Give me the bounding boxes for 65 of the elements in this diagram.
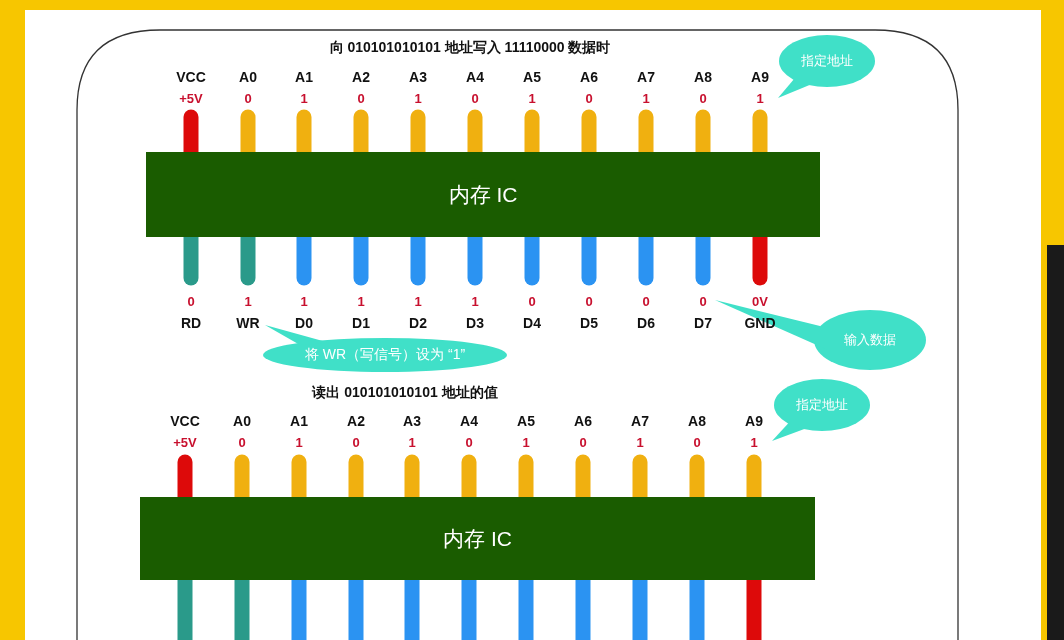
pin-value: 0 [528, 293, 536, 309]
pin-value: 0 [471, 90, 479, 106]
pin-value: 0 [352, 434, 360, 450]
pin-label: A6 [574, 413, 592, 429]
pin-value: 1 [636, 434, 644, 450]
pin-value: +5V [173, 434, 197, 450]
chip-body: 内存 IC [146, 152, 820, 237]
pin-label: A0 [239, 69, 257, 85]
pin-value: 1 [295, 434, 303, 450]
pin-value: 1 [300, 90, 308, 106]
pin-value: 0 [642, 293, 650, 309]
pin-value: 0 [693, 434, 701, 450]
pin-value: 0 [585, 90, 593, 106]
pin-value: +5V [179, 90, 203, 106]
pin-value: 1 [756, 90, 764, 106]
heading: 读出 010101010101 地址的值 [312, 384, 498, 402]
pin-value: 1 [244, 293, 252, 309]
pin-label: D6 [637, 315, 655, 331]
pin-label: A4 [460, 413, 478, 429]
pin-value: 0 [357, 90, 365, 106]
heading: 向 010101010101 地址写入 11110000 数据时 [329, 39, 611, 57]
pin-label: A2 [347, 413, 365, 429]
pin-value: 1 [642, 90, 650, 106]
pin-label: WR [236, 315, 260, 331]
pin-label: A7 [631, 413, 649, 429]
pin-label: A4 [466, 69, 484, 85]
pin-label: A5 [517, 413, 535, 429]
pin-value: 1 [528, 90, 536, 106]
pin-label: A3 [403, 413, 421, 429]
pin-value: 1 [357, 293, 365, 309]
pin-label: A0 [233, 413, 251, 429]
pin-value: 0 [465, 434, 473, 450]
pin-label: D4 [523, 315, 541, 331]
pin-value: 0 [699, 90, 707, 106]
pin-label: A5 [523, 69, 541, 85]
pin-value: 0 [244, 90, 252, 106]
pin-value: 1 [471, 293, 479, 309]
pin-label: A1 [290, 413, 308, 429]
pin-value: 0 [187, 293, 195, 309]
pin-label: VCC [170, 413, 200, 429]
pin-label: A3 [409, 69, 427, 85]
pin-label: A7 [637, 69, 655, 85]
pin-label: A9 [745, 413, 763, 429]
pin-value: 0 [585, 293, 593, 309]
pin-label: VCC [176, 69, 206, 85]
pin-value: 0 [579, 434, 587, 450]
pin-value: 1 [300, 293, 308, 309]
pin-value: 0 [238, 434, 246, 450]
pin-value: 1 [750, 434, 758, 450]
pin-label: D7 [694, 315, 712, 331]
pin-value: 1 [522, 434, 530, 450]
pin-value: 1 [408, 434, 416, 450]
chip-body: 内存 IC [140, 497, 815, 580]
pin-value: 1 [414, 293, 422, 309]
pin-label: A2 [352, 69, 370, 85]
pin-value: 0 [699, 293, 707, 309]
pin-value: 1 [414, 90, 422, 106]
pin-label: D5 [580, 315, 598, 331]
pin-label: A9 [751, 69, 769, 85]
pin-label: A1 [295, 69, 313, 85]
pin-label: A8 [688, 413, 706, 429]
pin-label: GND [744, 315, 776, 331]
pin-label: RD [180, 315, 202, 331]
pin-label: A6 [580, 69, 598, 85]
pin-label: A8 [694, 69, 712, 85]
